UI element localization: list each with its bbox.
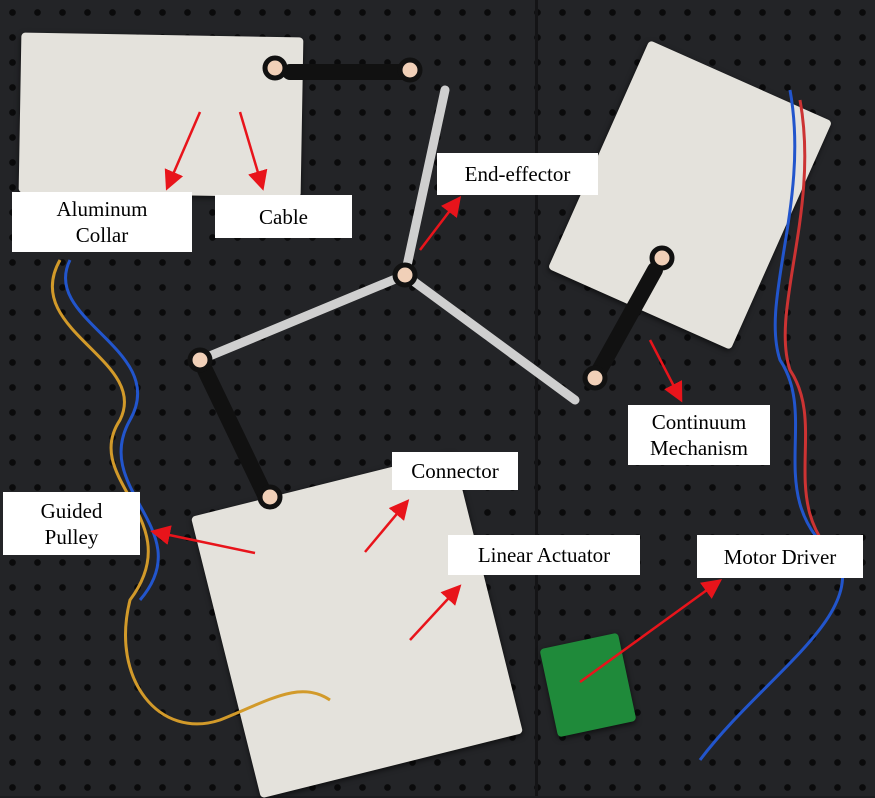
label-text: Connector	[411, 459, 499, 483]
label-end-effector: End-effector	[437, 153, 598, 195]
arrow-guided-pulley	[150, 525, 256, 555]
arrow-end-effector	[419, 196, 462, 251]
label-text: Aluminum	[56, 197, 148, 221]
link-left	[195, 270, 410, 365]
arrow-cable	[238, 111, 268, 191]
arrow-continuum-mechanism	[648, 339, 683, 403]
label-guided-pulley: Guided Pulley	[3, 492, 140, 555]
arrow-aluminum-collar	[164, 111, 202, 191]
label-text: Continuum	[651, 410, 747, 434]
table-seam	[535, 0, 538, 796]
label-continuum-mechanism: Continuum Mechanism	[628, 405, 770, 465]
label-cable: Cable	[215, 195, 352, 238]
arrow-connector	[364, 499, 410, 553]
label-aluminum-collar: Aluminum Collar	[12, 192, 192, 252]
label-text: Guided	[40, 498, 103, 523]
label-motor-driver: Motor Driver	[697, 535, 863, 578]
link-top	[400, 85, 450, 280]
spring-left	[197, 362, 273, 503]
label-text: Collar	[75, 223, 129, 247]
arrow-linear-actuator	[409, 584, 462, 641]
label-text: Linear Actuator	[477, 543, 611, 567]
label-connector: Connector	[392, 452, 518, 490]
label-text: Mechanism	[650, 436, 748, 460]
label-text: Pulley	[44, 524, 99, 549]
label-text: Motor Driver	[723, 544, 837, 569]
arrow-motor-driver	[579, 579, 723, 684]
label-linear-actuator: Linear Actuator	[448, 535, 640, 575]
spring-right	[587, 262, 663, 386]
label-text: End-effector	[464, 162, 571, 186]
link-right	[400, 270, 580, 405]
label-text: Cable	[259, 204, 308, 229]
